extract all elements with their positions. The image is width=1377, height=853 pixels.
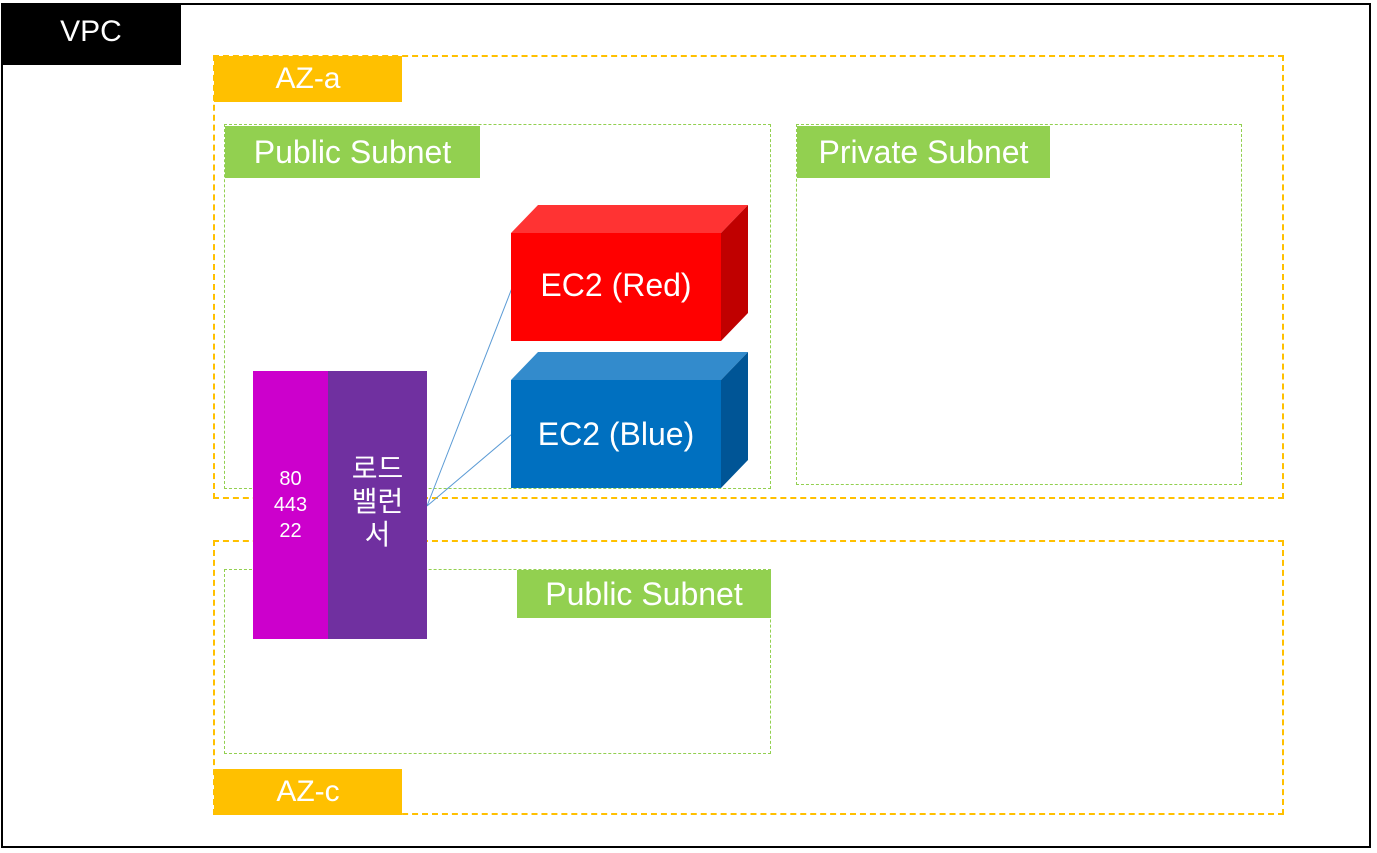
ec2-red-cube-icon xyxy=(511,205,748,341)
load-balancer-ports[interactable]: 80 443 22 xyxy=(253,371,328,639)
vpc-label: VPC xyxy=(1,3,181,65)
ec2-blue-instance[interactable]: EC2 (Blue) xyxy=(511,352,751,488)
lb-label-line: 밸런 xyxy=(351,485,404,517)
ec2-blue-cube-icon xyxy=(511,352,748,488)
lb-port-item: 22 xyxy=(279,520,302,542)
vpc-boundary xyxy=(1,3,1371,848)
lb-label-line: 서 xyxy=(364,518,391,550)
az-c-public-subnet xyxy=(224,569,771,754)
az-a-boundary xyxy=(213,55,1284,499)
ec2-red-label: EC2 (Red) xyxy=(540,267,692,303)
lb-port-item: 80 xyxy=(279,468,302,490)
az-a-private-subnet xyxy=(796,124,1242,485)
ec2-blue-label: EC2 (Blue) xyxy=(537,416,695,452)
az-c-public-subnet-label: Public Subnet xyxy=(517,570,771,618)
az-a-public-subnet-label: Public Subnet xyxy=(225,126,480,178)
az-c-label: AZ-c xyxy=(214,769,402,815)
az-a-label: AZ-a xyxy=(214,56,402,102)
load-balancer[interactable]: 로드 밸런 서 xyxy=(328,371,427,639)
az-a-private-subnet-label: Private Subnet xyxy=(797,126,1050,178)
ec2-red-instance[interactable]: EC2 (Red) xyxy=(511,205,751,341)
az-c-boundary xyxy=(213,540,1284,815)
lb-port-item: 443 xyxy=(273,494,308,516)
lb-label-line: 로드 xyxy=(351,452,404,484)
